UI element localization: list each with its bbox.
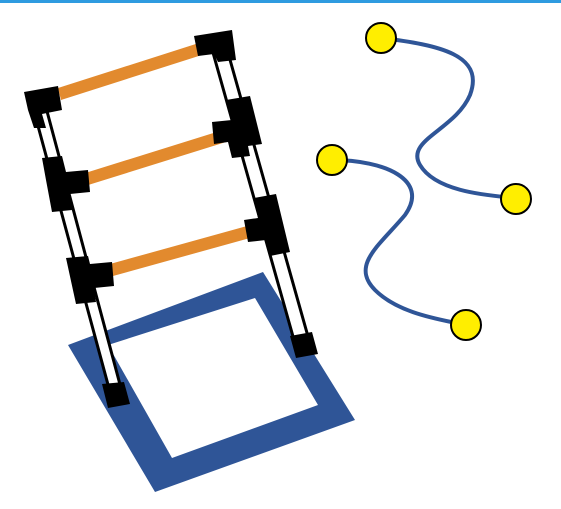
cable-node xyxy=(450,309,482,341)
ladder-joint xyxy=(244,194,290,256)
ladder-joint xyxy=(42,156,90,212)
top-rule xyxy=(0,0,561,3)
cable-end-node-icon xyxy=(316,22,532,341)
ladder-rung-3 xyxy=(110,226,250,276)
ladder-icon xyxy=(24,30,318,408)
ladder-joint xyxy=(212,96,262,158)
cable-upper xyxy=(379,36,517,200)
ladder-joint xyxy=(194,30,236,62)
ladder-rung-1 xyxy=(58,42,205,100)
ladder-joint xyxy=(24,86,62,128)
cable-node xyxy=(365,22,397,54)
ladder-joint xyxy=(290,332,318,358)
ladder-joint xyxy=(102,382,130,408)
ladder-joint xyxy=(66,256,114,304)
cable-icon xyxy=(330,36,517,327)
cable-node xyxy=(316,144,348,176)
ladder-rung-2 xyxy=(82,130,226,186)
cable-lower xyxy=(330,158,467,327)
square-mat-icon xyxy=(68,272,355,492)
cable-node xyxy=(500,183,532,215)
